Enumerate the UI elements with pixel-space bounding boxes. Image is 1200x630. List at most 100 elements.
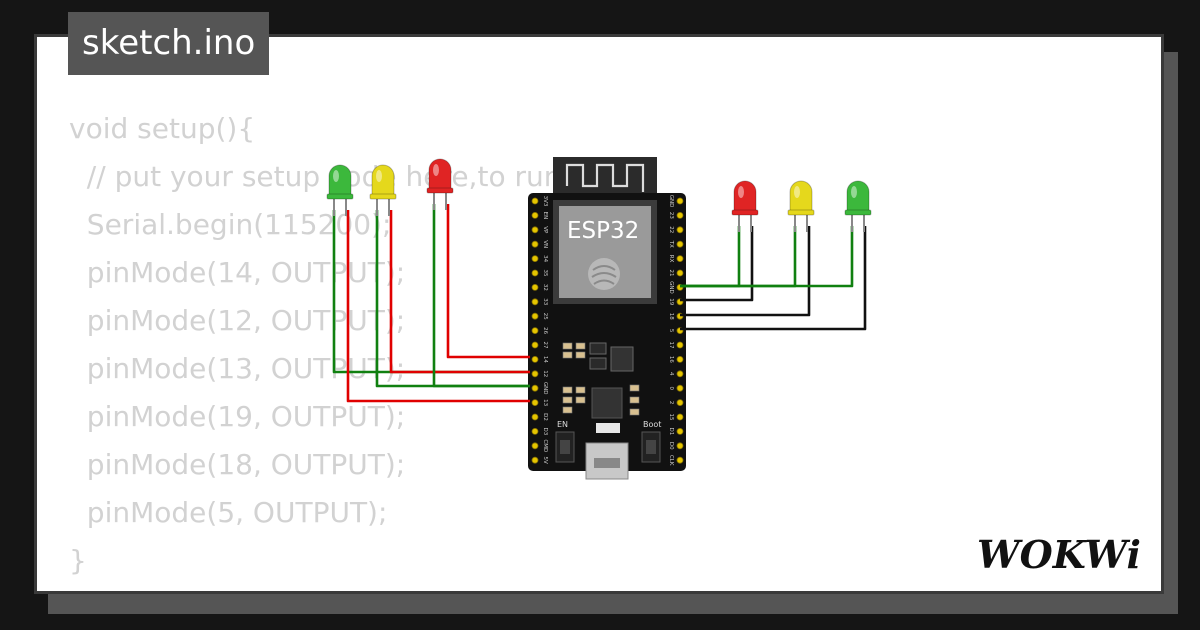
pin-label: VP (542, 226, 548, 234)
pin-left[interactable]: EN (531, 212, 548, 220)
pin-left[interactable]: D2 (531, 413, 548, 421)
pin-right[interactable]: 17 (668, 342, 684, 349)
wire[interactable] (389, 210, 530, 374)
pin-label: GND (668, 281, 674, 294)
pin-right[interactable]: D1 (668, 428, 684, 436)
led[interactable] (426, 158, 454, 210)
code-line: pinMode(18, OUTPUT); (69, 448, 406, 481)
pin-label: 23 (668, 212, 674, 219)
wire[interactable] (680, 226, 854, 288)
pin-right[interactable]: GND (668, 195, 684, 208)
pin-label: 5 (668, 329, 674, 333)
pin-left[interactable]: D3 (531, 428, 548, 436)
led[interactable] (787, 180, 815, 232)
pin-label: D0 (668, 442, 674, 450)
pin-label: 16 (668, 356, 674, 363)
pin-right[interactable]: CLK (668, 455, 684, 466)
pin-right[interactable]: 23 (668, 212, 684, 219)
pin-left[interactable]: GND (531, 382, 548, 395)
pin-label: VN (542, 240, 548, 248)
pin-label: GND (542, 382, 548, 395)
wokwi-logo-icon: WOKWi (977, 532, 1141, 577)
code-line: void setup(){ (69, 112, 256, 145)
pin-left[interactable]: 12 (531, 370, 548, 377)
led[interactable] (369, 164, 397, 216)
wire[interactable] (680, 226, 811, 317)
en-button[interactable] (555, 431, 575, 463)
pin-left[interactable]: 27 (531, 342, 548, 349)
wire[interactable] (346, 210, 530, 403)
pin-label: 35 (542, 270, 548, 277)
code-line: pinMode(12, OUTPUT); (69, 304, 406, 337)
pin-label: 32 (542, 284, 548, 291)
pin-left[interactable]: 25 (531, 313, 548, 320)
pin-label: 12 (542, 370, 548, 377)
pin-left[interactable]: 32 (531, 284, 548, 291)
pin-left[interactable]: 34 (531, 255, 548, 263)
pin-right[interactable]: D0 (668, 442, 684, 450)
code-line: pinMode(19, OUTPUT); (69, 400, 406, 433)
pin-label: CLK (668, 455, 674, 466)
pin-right[interactable]: 15 (668, 414, 684, 421)
mcu-chip (591, 387, 623, 419)
pin-label: 3V3 (542, 196, 548, 207)
led[interactable] (731, 180, 759, 232)
wire[interactable] (375, 210, 530, 388)
pin-left[interactable]: 14 (531, 356, 548, 363)
wire[interactable] (432, 204, 530, 388)
pin-label: 17 (668, 342, 674, 349)
pin-left[interactable]: 33 (531, 298, 548, 306)
esp32-board[interactable]: ESP32 EN Boot (528, 193, 686, 480)
pin-label: 22 (668, 226, 674, 233)
pin-right[interactable]: 21 (668, 270, 684, 277)
pin-left[interactable]: 3V3 (531, 196, 548, 207)
pin-label: 0 (668, 386, 674, 390)
pin-label: 19 (668, 298, 674, 305)
wire[interactable] (680, 226, 754, 302)
code-editor[interactable]: void setup(){ // put your setup code her… (69, 105, 638, 585)
pin-right[interactable]: 16 (668, 356, 684, 363)
pin-right[interactable]: 2 (668, 399, 684, 407)
file-tab-sketch[interactable]: sketch.ino (68, 12, 270, 75)
wire[interactable] (680, 226, 741, 288)
pin-left[interactable]: VP (531, 226, 548, 234)
code-line: } (69, 544, 87, 577)
wire[interactable] (680, 226, 867, 331)
wire[interactable] (446, 204, 530, 359)
pin-label: CMD (542, 439, 548, 452)
pin-left[interactable]: 26 (531, 327, 548, 335)
pin-right[interactable]: 22 (668, 226, 684, 233)
pin-left[interactable]: 5V (531, 457, 548, 464)
pin-right[interactable]: 0 (668, 384, 684, 392)
wokwi-logo: WOKWi (975, 528, 1155, 582)
pin-label: 15 (668, 414, 674, 421)
pin-left[interactable]: VN (531, 240, 548, 248)
pin-label: 2 (668, 401, 674, 405)
pin-right[interactable]: TX (668, 240, 684, 248)
pin-left[interactable]: 35 (531, 270, 548, 277)
pin-label: 26 (542, 327, 548, 334)
pin-label: GND (668, 195, 674, 208)
pin-label: EN (542, 212, 548, 220)
pin-label: D2 (542, 413, 548, 421)
pin-label: 33 (542, 298, 548, 305)
wire[interactable] (332, 210, 530, 374)
led[interactable] (844, 180, 872, 232)
pin-label: 34 (542, 255, 548, 262)
pin-label: D3 (542, 428, 548, 436)
en-label: EN (557, 420, 568, 429)
espressif-logo-icon (588, 258, 620, 290)
led[interactable] (326, 164, 354, 216)
usb-port (585, 442, 629, 480)
wire[interactable] (680, 226, 797, 288)
pin-right[interactable]: 4 (668, 370, 684, 378)
svg-text:WOKWi: WOKWi (977, 532, 1141, 577)
pin-left[interactable]: 13 (531, 399, 548, 407)
pin-left[interactable]: CMD (531, 439, 548, 452)
boot-button[interactable] (641, 431, 661, 463)
pin-right[interactable]: RX (668, 255, 684, 263)
boot-label: Boot (643, 420, 661, 429)
code-line: pinMode(14, OUTPUT); (69, 256, 406, 289)
pin-label: TX (668, 240, 674, 248)
